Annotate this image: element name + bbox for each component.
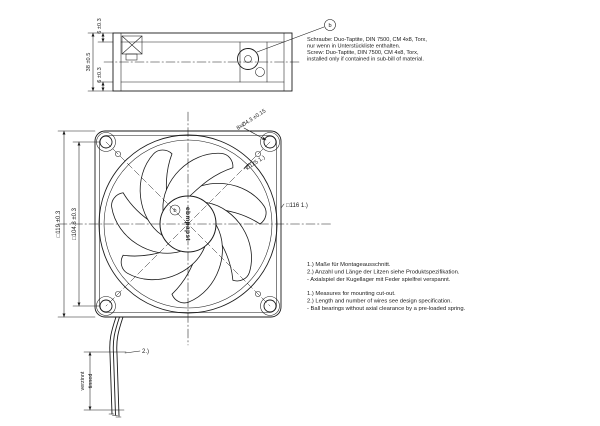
notes: 1.) Maße für Montageausschnitt. 2.) Anza…: [307, 262, 466, 312]
dim-flange-top-label: 6 ±0.3: [97, 18, 103, 34]
dim-flange-bottom-label: 6 ±0.3: [97, 67, 103, 83]
dim-holes-label: 8xØ4.3 ±0.15: [236, 108, 267, 131]
front-view: ebmpapst b □119 ±0.3 □104.8 ±0.3 8xØ4.3 …: [56, 108, 333, 346]
note-de-1: 1.) Maße für Montageausschnitt.: [307, 262, 391, 268]
side-view: 6 ±0.3 38 ±0.5 6 ±0.3: [86, 18, 325, 92]
hub-balloon-icon: [169, 204, 181, 216]
note-en-3: - Ball bearings without axial clearance …: [307, 306, 466, 312]
dim-cutout-label: □116 1.): [286, 203, 308, 209]
dim-frame-label: □119 ±0.3: [56, 210, 62, 237]
note-de-3: - Axialspiel der Kugellager mit Feder sp…: [307, 277, 451, 283]
dim-impeller-label: Ø125 1.): [245, 155, 267, 172]
screw-note-en-2: installed only if contained in sub-bill …: [307, 57, 424, 63]
balloon-b-label: b: [328, 23, 331, 29]
screw-note-de-1: Schraube: Duo-Taptite, DIN 7500, CM 4x8,…: [307, 37, 427, 43]
wire-finish-de-label: verzinnt: [80, 371, 86, 390]
note-de-2: 2.) Anzahl und Länge der Litzen siehe Pr…: [307, 270, 460, 276]
note-en-2: 2.) Length and number of wires see desig…: [307, 299, 452, 305]
balloon-b-icon: [324, 19, 336, 31]
screw-note-de-2: nur wenn in Unterstückliste enthalten.: [307, 44, 401, 50]
note-en-1: 1.) Measures for mounting cut-out.: [307, 291, 396, 297]
hub-balloon-label: b: [174, 208, 177, 214]
side-view-dimensions: 6 ±0.3 38 ±0.5 6 ±0.3: [86, 18, 114, 92]
dim-depth-label: 38 ±0.5: [86, 53, 92, 72]
lead-wires: verzinnt tinned 2.): [80, 316, 149, 418]
mounting-holes: [96, 132, 280, 316]
wire-ref-label: 2.): [142, 349, 149, 355]
screw-detail: [237, 26, 325, 77]
dim-hole-pitch-label: □104.8 ±0.3: [72, 207, 78, 240]
screw-note: b Schraube: Duo-Taptite, DIN 7500, CM 4x…: [307, 19, 427, 63]
screw-note-en-1: Screw: Duo-Taptite, DIN 7500, CM 4x8, To…: [307, 50, 419, 56]
cable-housing-detail: [121, 35, 143, 61]
wire-finish-en-label: tinned: [88, 374, 94, 389]
